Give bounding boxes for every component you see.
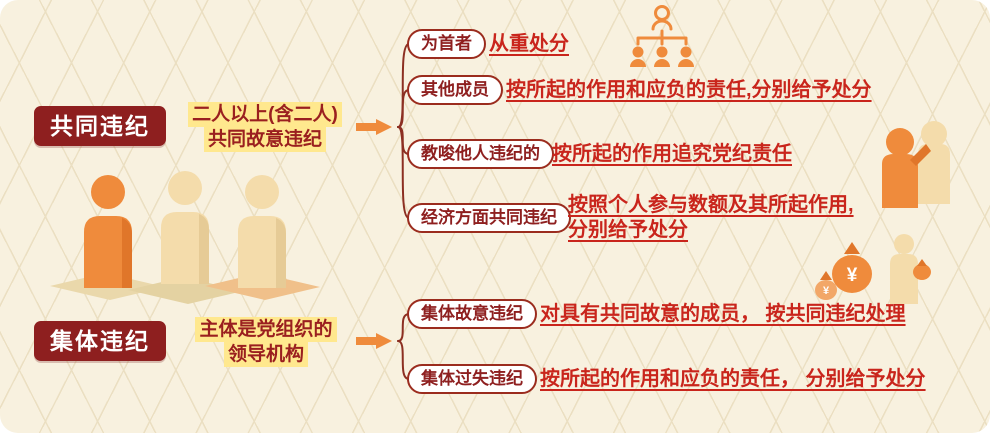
- group1-condition: 二人以上(含二人) 共同故意违纪: [166, 102, 364, 152]
- money-symbol-small: ¥: [823, 285, 830, 297]
- three-figures-illustration: [50, 171, 320, 304]
- group2-condition: 主体是党组织的 领导机构: [176, 317, 356, 367]
- branch-label-collective-intent: 集体故意违纪: [407, 299, 537, 329]
- branch-label-instigator: 教唆他人违纪的: [407, 139, 554, 169]
- branch-desc-ringleader: 从重处分: [489, 33, 569, 55]
- branch-desc-collective-intent: 对具有共同故意的成员， 按共同违纪处理: [540, 303, 906, 325]
- group2-title: 集体违纪: [34, 321, 166, 361]
- branch-label-other-members: 其他成员: [407, 75, 503, 105]
- group2-condition-line1: 主体是党组织的: [195, 317, 337, 342]
- branch-label-ringleader: 为首者: [407, 29, 486, 59]
- branch-desc-other-members: 按所起的作用和应负的责任,分别给予处分: [506, 79, 872, 101]
- group1-title: 共同违纪: [34, 106, 166, 146]
- branch-label-economic: 经济方面共同违纪: [407, 203, 571, 233]
- money-bags-illustration: ¥ ¥: [815, 234, 931, 304]
- whisper-figures-illustration: [882, 121, 950, 208]
- org-chart-icon: [630, 5, 694, 67]
- branch-desc-economic: 按照个人参与数额及其所起作用,分别给予处分: [568, 194, 854, 241]
- branch-desc-instigator: 按所起的作用追究党纪责任: [552, 143, 792, 165]
- group1-condition-line1: 二人以上(含二人): [188, 102, 342, 127]
- connector-line: [397, 126, 410, 219]
- money-symbol: ¥: [847, 265, 858, 286]
- arrow-icon: [356, 333, 392, 349]
- group2-condition-line2: 领导机构: [223, 342, 308, 367]
- branch-desc-collective-negligence: 按所起的作用和应负的责任， 分别给予处分: [540, 368, 926, 390]
- group1-condition-line2: 共同故意违纪: [203, 127, 326, 152]
- branch-label-collective-negligence: 集体过失违纪: [407, 364, 537, 394]
